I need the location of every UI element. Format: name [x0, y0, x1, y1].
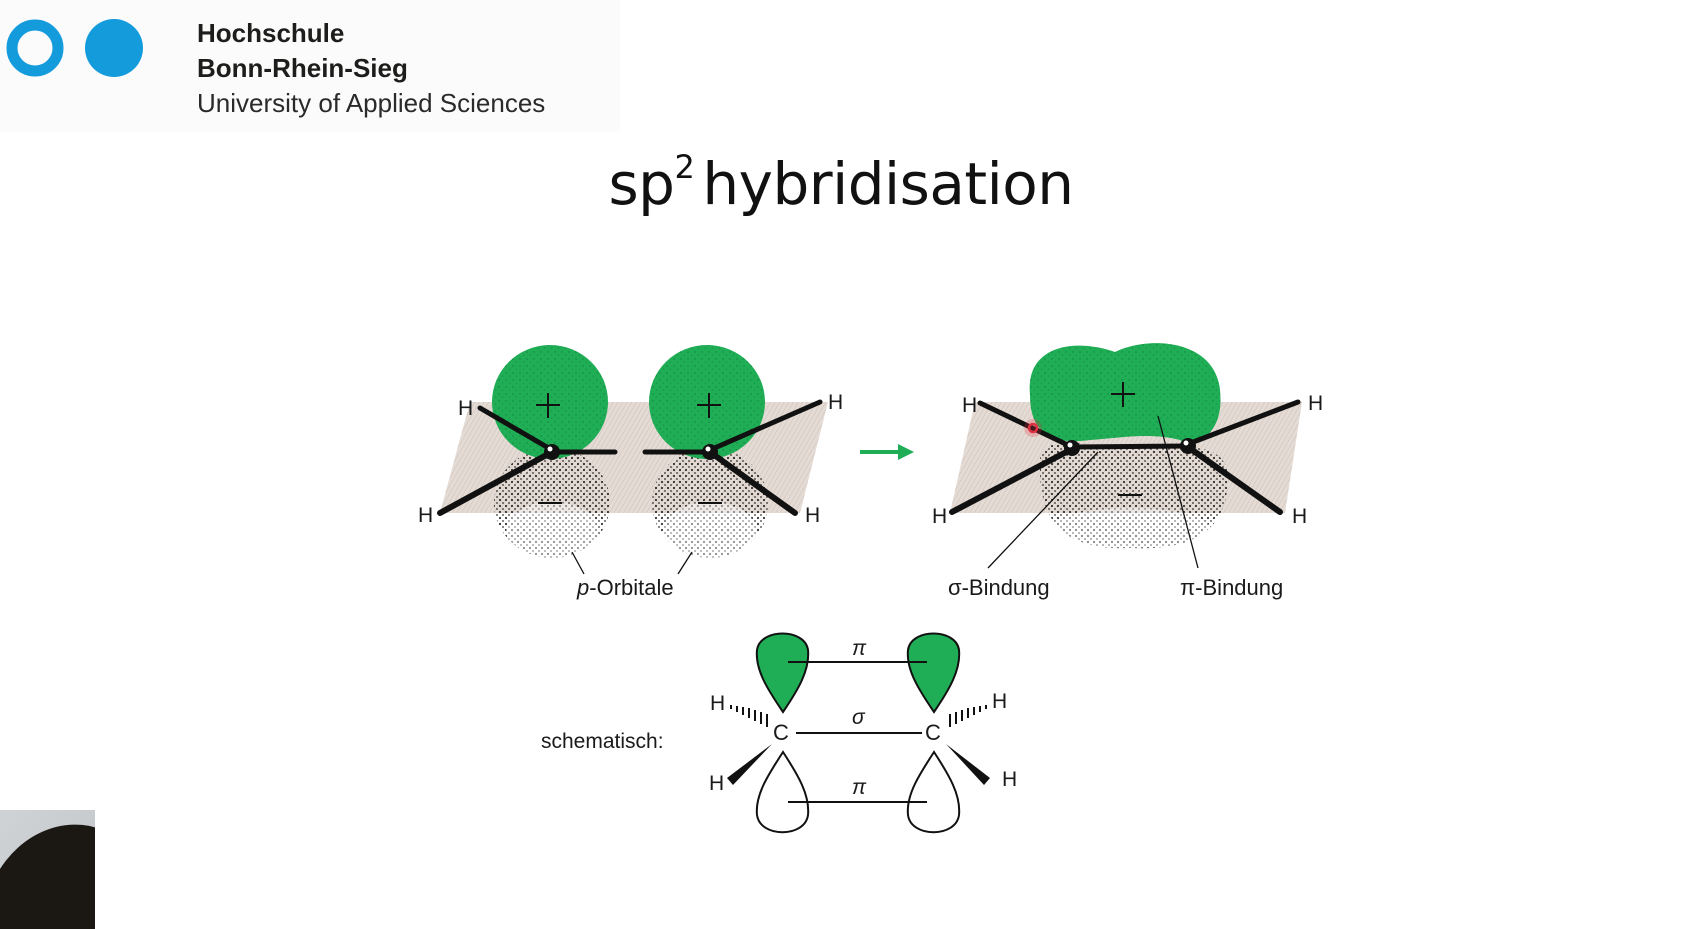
- schematic-diagram: [727, 632, 990, 834]
- carbon-atom: [702, 444, 718, 460]
- institution-name: Hochschule Bonn-Rhein-Sieg University of…: [197, 16, 545, 121]
- university-logo-icon: [6, 19, 143, 77]
- c-h-bonds-right: [949, 399, 1301, 515]
- pi-label-bottom: π: [852, 776, 867, 799]
- p-orbitale-caption: p-Orbitale: [577, 575, 674, 601]
- pi-label-top: π: [852, 637, 867, 660]
- solid-wedge-bond-icon: [727, 744, 772, 785]
- h-label: H: [418, 504, 434, 527]
- h-label: H: [962, 394, 978, 417]
- title-prefix: sp: [608, 150, 675, 218]
- left-panel-p-orbitals: [437, 345, 828, 575]
- sigma-leader-line: [987, 451, 1099, 569]
- h-label: H: [805, 504, 821, 527]
- schematic-lower-lobe-left: [755, 750, 810, 834]
- h-label: H: [458, 397, 474, 420]
- h-label: H: [1308, 392, 1324, 415]
- carbon-label: C: [925, 720, 941, 745]
- title-superscript: 2: [674, 148, 695, 186]
- h-label: H: [992, 690, 1008, 713]
- h-label: H: [1292, 505, 1308, 528]
- carbon-atom: [544, 444, 560, 460]
- h-label: H: [1002, 768, 1018, 791]
- caption-rest: -Orbitale: [589, 575, 674, 600]
- sigma-bond-caption: σ-Bindung: [948, 575, 1050, 600]
- sigma-label: σ: [852, 706, 865, 729]
- webcam-person-silhouette: [0, 810, 95, 929]
- leader-line: [677, 551, 693, 575]
- h-label: H: [932, 505, 948, 528]
- right-panel-pi-bond: [949, 343, 1302, 569]
- c-h-bonds-left: [437, 399, 823, 516]
- institution-line-1: Hochschule: [197, 18, 345, 48]
- p-orbital-upper-lobe-left: [492, 345, 608, 459]
- leader-line: [571, 551, 585, 575]
- laser-pointer-dot: [1027, 422, 1039, 434]
- p-orbital-upper-lobe-right: [649, 345, 765, 459]
- h-label: H: [709, 772, 725, 795]
- pi-leader-line: [1157, 415, 1199, 569]
- plus-sign-icon: [536, 393, 721, 418]
- title-suffix: hybridisation: [702, 150, 1074, 218]
- solid-wedge-bond-icon: [946, 744, 990, 785]
- institution-line-3: University of Applied Sciences: [197, 88, 546, 118]
- schematic-upper-lobe-right: [906, 632, 961, 714]
- carbon-label: C: [773, 720, 789, 745]
- schematic-upper-lobe-left: [755, 632, 810, 714]
- reaction-arrow-icon: [860, 444, 914, 460]
- h-label: H: [828, 391, 844, 414]
- plus-sign-icon: [1111, 382, 1135, 407]
- hashed-wedge-bond-icon: [730, 705, 987, 727]
- caption-italic-p: p: [577, 575, 590, 600]
- laser-pointer-glow: [1024, 419, 1042, 437]
- header-logo-block: Hochschule Bonn-Rhein-Sieg University of…: [0, 0, 620, 132]
- schematic-label: schematisch:: [541, 730, 664, 753]
- pi-bond-upper-lobe: [1029, 343, 1221, 443]
- carbon-atom: [1180, 438, 1196, 454]
- h-label: H: [710, 692, 726, 715]
- institution-line-2: Bonn-Rhein-Sieg: [197, 53, 408, 83]
- webcam-thumbnail: [0, 810, 95, 929]
- pi-bond-caption: π-Bindung: [1180, 575, 1284, 600]
- carbon-atom: [1064, 440, 1080, 456]
- schematic-lower-lobe-right: [906, 750, 961, 834]
